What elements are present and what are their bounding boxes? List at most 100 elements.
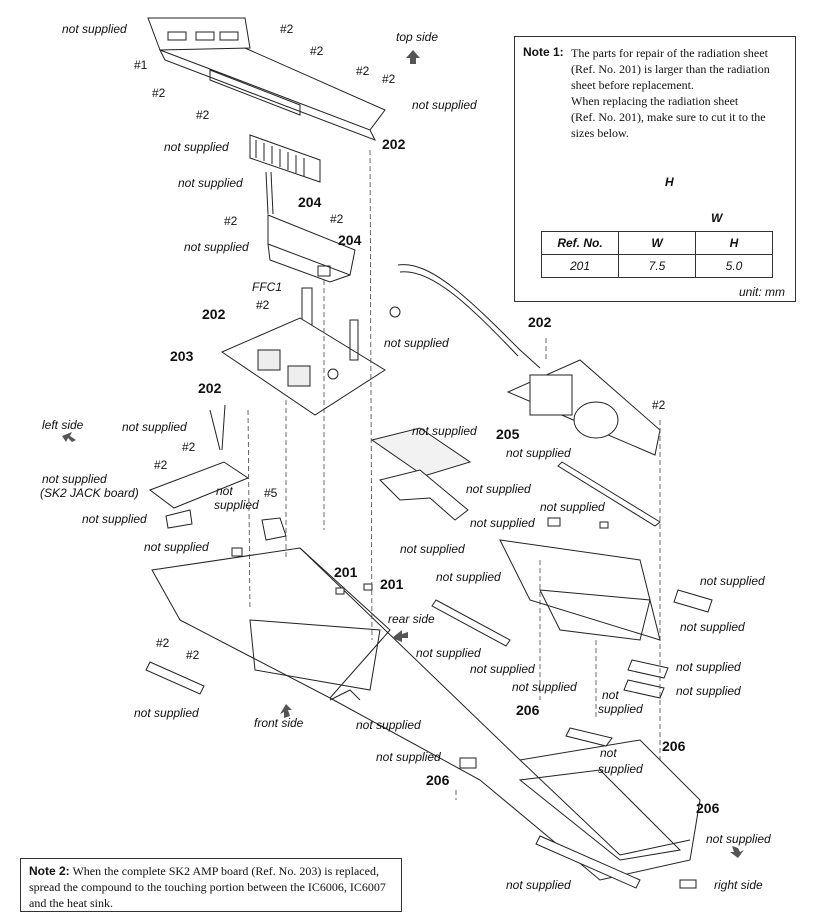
pad-right-1 xyxy=(673,589,713,613)
table-header: Ref. No. xyxy=(541,231,619,255)
note1-line: When replacing the radiation sheet xyxy=(571,94,739,108)
ref-206: 206 xyxy=(516,702,540,718)
ref-201: 201 xyxy=(334,564,358,580)
ref-206: 206 xyxy=(696,800,720,816)
arrow-left-icon xyxy=(62,432,76,442)
dimension-table: Ref. No. W H 201 7.5 5.0 xyxy=(541,231,773,278)
screw-label: #2 xyxy=(224,214,238,228)
note1-line: sheet before replacement. xyxy=(571,78,694,92)
ref-201: 201 xyxy=(380,576,404,592)
note1-line: (Ref. No. 201) is larger than the radiat… xyxy=(571,62,770,76)
screw-label: #1 xyxy=(134,58,148,72)
not-supplied-label: not supplied xyxy=(680,620,745,634)
screw-label: #2 xyxy=(152,86,166,100)
table-cell: 7.5 xyxy=(618,254,696,278)
strip-bottom xyxy=(535,835,641,889)
sk2-jack-label: not supplied xyxy=(42,472,107,486)
arrow-rear-icon xyxy=(392,630,408,642)
small-pad-right xyxy=(679,879,697,889)
note1-text: The parts for repair of the radiation sh… xyxy=(571,45,787,141)
pad-201-a xyxy=(335,587,345,595)
front-side-label: front side xyxy=(254,716,304,730)
screw-label: #2 xyxy=(652,398,666,412)
ref-206: 206 xyxy=(426,772,450,788)
not-supplied-label: not supplied xyxy=(700,574,765,588)
rear-side-label: rear side xyxy=(388,612,435,626)
arrow-right-icon xyxy=(730,846,744,858)
pad-right-2 xyxy=(627,659,669,679)
table-cell: 5.0 xyxy=(695,254,773,278)
ref-203: 203 xyxy=(170,348,194,364)
not-supplied-label: not supplied xyxy=(506,878,571,892)
note2-heading: Note 2: xyxy=(29,864,70,878)
note1-line: sizes below. xyxy=(571,126,629,140)
not-label: not xyxy=(600,746,617,760)
note1-heading: Note 1: xyxy=(523,45,564,59)
not-label: not xyxy=(602,688,619,702)
pad-small-3 xyxy=(231,547,243,557)
screw-label: #2 xyxy=(156,636,170,650)
ffc1-label: FFC1 xyxy=(252,280,282,294)
strip-part xyxy=(557,461,661,527)
pad-201-b xyxy=(363,583,373,591)
screw-label: #2 xyxy=(154,458,168,472)
dim-w-label: W xyxy=(711,211,723,225)
strip-left-bottom xyxy=(145,661,205,695)
ffc1-cable xyxy=(301,287,313,326)
not-supplied-label: not supplied xyxy=(144,540,209,554)
table-header: H xyxy=(695,231,773,255)
ref-204: 204 xyxy=(338,232,362,248)
unit-label: unit: mm xyxy=(738,285,785,299)
ref-202: 202 xyxy=(382,136,406,152)
sk2-jack-label-2: (SK2 JACK board) xyxy=(40,486,139,500)
note2-content: Note 2: When the complete SK2 AMP board … xyxy=(29,863,395,911)
not-supplied-label: not supplied xyxy=(466,482,531,496)
heat-plate-part xyxy=(265,171,356,283)
note2-text: When the complete SK2 AMP board (Ref. No… xyxy=(29,864,386,910)
note2-box: Note 2: When the complete SK2 AMP board … xyxy=(20,858,402,912)
screw-label: #2 xyxy=(196,108,210,122)
sk2-jack-board xyxy=(148,404,250,529)
not-supplied-label: not supplied xyxy=(134,706,199,720)
supplied-label: supplied xyxy=(214,498,259,512)
not-supplied-label: not supplied xyxy=(470,516,535,530)
arrow-front-icon xyxy=(280,704,292,718)
screw-label: #2 xyxy=(310,44,324,58)
note1-box: Note 1: The parts for repair of the radi… xyxy=(514,36,796,302)
note1-line: The parts for repair of the radiation sh… xyxy=(571,46,768,60)
not-supplied-label: not supplied xyxy=(412,98,477,112)
not-supplied-label: not supplied xyxy=(62,22,127,36)
ref-206: 206 xyxy=(662,738,686,754)
not-supplied-label: not supplied xyxy=(376,750,441,764)
screw-label: #2 xyxy=(382,72,396,86)
clamp-part xyxy=(261,517,287,541)
sk2-amp-board-203 xyxy=(220,317,386,416)
not-supplied-label: not supplied xyxy=(416,646,481,660)
top-side-label: top side xyxy=(396,30,439,44)
ref-205: 205 xyxy=(496,426,520,442)
table-cell: 201 xyxy=(541,254,619,278)
not-supplied-label: not supplied xyxy=(540,500,605,514)
not-label: not xyxy=(216,484,233,498)
small-pad-mid xyxy=(459,757,477,769)
not-supplied-label: not supplied xyxy=(676,660,741,674)
right-side-label: right side xyxy=(714,878,763,892)
not-supplied-label: not supplied xyxy=(122,420,187,434)
not-supplied-label: not supplied xyxy=(400,542,465,556)
not-supplied-label: not supplied xyxy=(676,684,741,698)
supplied-label: supplied xyxy=(598,702,643,716)
screw-label: #2 xyxy=(280,22,294,36)
screw-label: #2 xyxy=(330,212,344,226)
left-side-label: left side xyxy=(42,418,84,432)
not-supplied-label: not supplied xyxy=(412,424,477,438)
not-supplied-label: not supplied xyxy=(164,140,229,154)
not-supplied-label: not supplied xyxy=(384,336,449,350)
not-supplied-label: not supplied xyxy=(82,512,147,526)
supplied-label: supplied xyxy=(598,762,643,776)
table-header: W xyxy=(618,231,696,255)
not-supplied-label: not supplied xyxy=(178,176,243,190)
pad-part xyxy=(565,727,613,747)
ref-202: 202 xyxy=(528,314,552,330)
screw-label: #2 xyxy=(182,440,196,454)
